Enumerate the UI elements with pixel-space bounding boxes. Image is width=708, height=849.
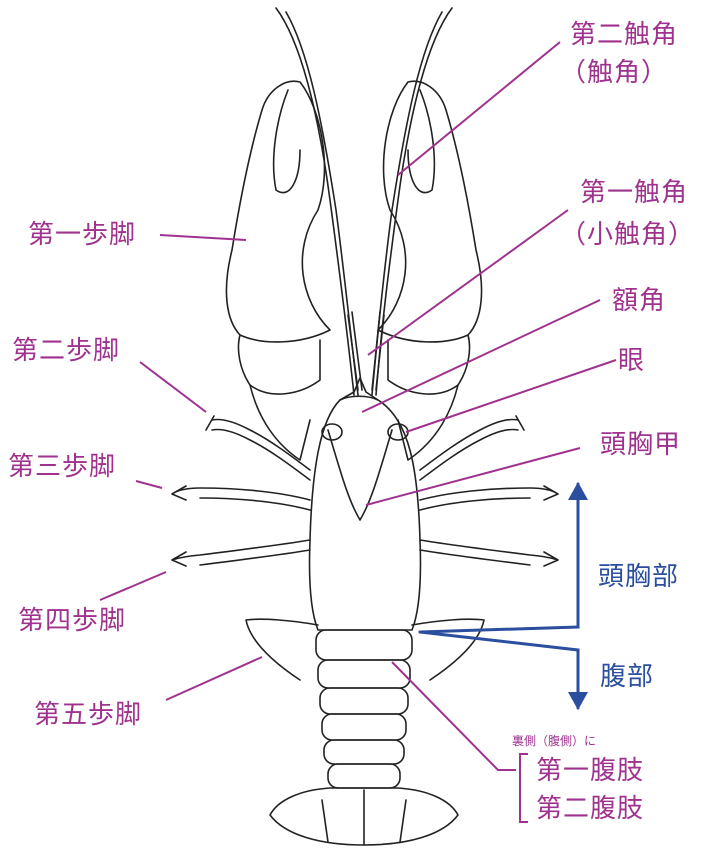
label-abdomen: 腹部 [600, 662, 654, 692]
leader-rostrum [362, 300, 600, 412]
label-second-antenna: 第二触角 [570, 20, 678, 50]
leader-leg3 [136, 481, 162, 488]
label-leg1: 第一歩脚 [28, 220, 136, 250]
label-leg3: 第三歩脚 [8, 452, 116, 482]
label-leg4: 第四歩脚 [18, 606, 126, 636]
down-arrowhead [568, 692, 588, 710]
label-eye: 眼 [618, 346, 645, 376]
leader-eye [406, 360, 616, 432]
leader-leg5 [166, 657, 262, 700]
label-pleopod1: 第一腹肢 [536, 756, 644, 786]
leader-carapace [366, 448, 580, 505]
right-leg-3 [420, 486, 558, 500]
carapace-outline [309, 396, 420, 630]
label-carapace: 頭胸甲 [600, 430, 681, 460]
left-leg-2 [206, 416, 310, 470]
label-rostrum: 額角 [612, 286, 666, 316]
label-first-antenna: 第一触角 [580, 178, 688, 208]
abdomen-seg-1 [316, 630, 412, 660]
leader-leg4 [100, 572, 166, 600]
label-leg5: 第五歩脚 [34, 700, 142, 730]
leader-first-antenna [368, 210, 568, 355]
label-first-antenna-alt: （小触角） [560, 220, 695, 250]
left-leg-3 [172, 486, 310, 500]
label-cephalothorax: 頭胸部 [598, 562, 679, 592]
pleopod-bracket [520, 754, 528, 822]
label-second-antenna-alt: （触角） [560, 58, 668, 88]
leader-leg2 [140, 362, 206, 412]
right-leg-5 [412, 619, 484, 680]
leader-leg1 [160, 235, 246, 240]
left-leg-5 [246, 619, 318, 680]
label-pleopod2: 第二腹肢 [536, 794, 644, 824]
label-underside-note: 裏側（腹側）に [512, 734, 596, 748]
up-arrowhead [568, 482, 588, 500]
label-leg2: 第二歩脚 [12, 336, 120, 366]
right-leg-2 [420, 416, 524, 470]
